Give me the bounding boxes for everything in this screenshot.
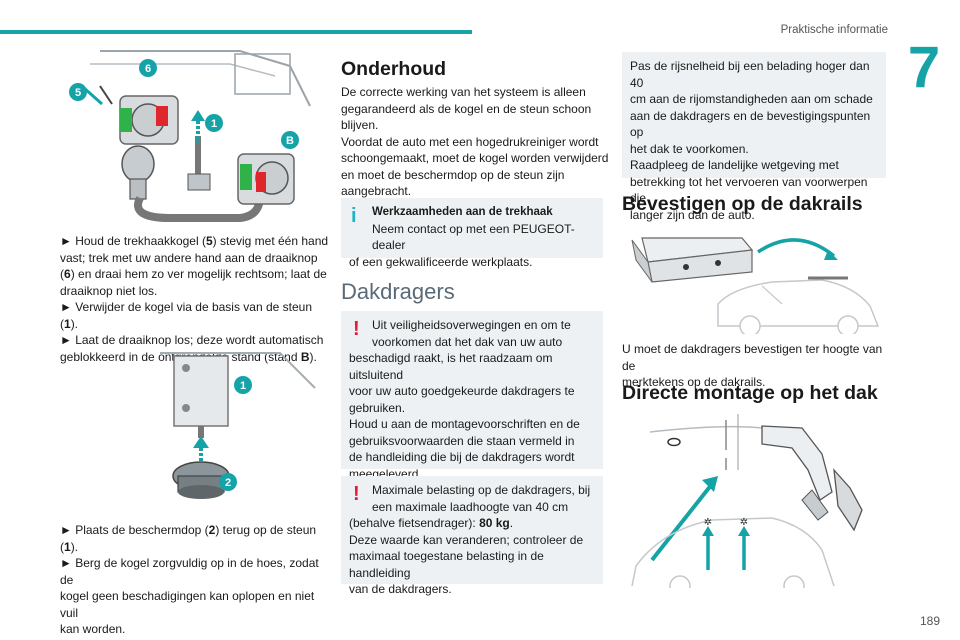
text-line: Houd u aan de montagevoorschriften en de: [349, 417, 580, 431]
text-line: maximaal toegestane belasting in de hand…: [349, 549, 544, 580]
step-line: ► Berg de kogel zorgvuldig op in de hoes…: [60, 556, 319, 587]
text-line: aangebracht.: [341, 184, 412, 198]
text-line: Neem contact op met een PEUGEOT-dealer: [372, 221, 575, 253]
text-line: cm aan de rijomstandigheden aan om schad…: [630, 92, 873, 106]
info-icon: i: [351, 205, 357, 227]
towbar-removal-illustration: 6 5 1 B: [69, 50, 311, 222]
warning-icon: !: [353, 483, 360, 505]
info-box-towbar: i Werkzaamheden aan de trekhaak Neem con…: [341, 198, 603, 269]
text-line: aan de dakdragers en de bevestigingspunt…: [630, 108, 871, 140]
rails-text: U moet de dakdragers bevestigen ter hoog…: [622, 341, 892, 391]
text-line: gebruiksvoorwaarden die staan vermeld in: [349, 433, 575, 448]
text-line: betrekking tot het vervoeren van voorwer…: [630, 174, 868, 206]
text-line: Uit veiligheidsoverwegingen en om te: [372, 318, 571, 332]
text-line: Pas de rijsnelheid bij een belading hoge…: [630, 59, 870, 90]
section-label: Praktische informatie: [780, 24, 888, 36]
text-line: voor uw auto goedgekeurde dakdragers te: [349, 384, 575, 398]
step-line: ► Plaats de beschermdop (2) terug op de …: [60, 523, 317, 554]
step-line: vast; trek met uw andere hand aan de dra…: [60, 250, 318, 265]
step-line: ► Laat de draaiknop los; deze wordt auto…: [60, 333, 324, 347]
text-line: De correcte werking van het systeem is a…: [341, 85, 586, 99]
label-1: 1: [211, 118, 217, 130]
page-number: 189: [919, 614, 940, 628]
text-line: de handleiding die bij de dakdragers wor…: [349, 450, 575, 464]
text-line: schoongemaakt, moet de kogel worden verw…: [341, 151, 609, 165]
chapter-number: 7: [907, 35, 941, 100]
roof-rails-illustration: [631, 237, 880, 334]
header-accent-bar: [0, 30, 472, 34]
text-line: U moet de dakdragers bevestigen ter hoog…: [622, 342, 883, 373]
text-line: Maximale belasting op de dakdragers, bij: [372, 483, 591, 497]
step-line: (6) en draai hem zo ver mogelijk rechtso…: [60, 267, 327, 281]
mount-point-icon: ✲: [740, 517, 748, 528]
text-line: Voordat de auto met een hogedrukreiniger…: [341, 134, 599, 149]
maintenance-text: De correcte werking van het systeem is a…: [341, 84, 611, 200]
direct-roof-mount-illustration: ✲ ✲: [631, 414, 863, 588]
step-line: kan worden.: [60, 622, 126, 636]
rails-title: Bevestigen op de dakrails: [622, 193, 863, 215]
direct-mount-title: Directe montage op het dak: [622, 382, 878, 404]
text-line: gegarandeerd als de kogel en de steun sc…: [341, 101, 592, 116]
text-line: langer zijn dan de auto.: [630, 207, 755, 222]
roof-rack-title: Dakdragers: [341, 279, 455, 304]
step-line: kogel geen beschadigingen kan oplopen en…: [60, 589, 315, 620]
protective-cap-illustration: 1 2: [160, 352, 316, 499]
text-line: en moet de beschermdop op de steun zijn: [341, 167, 565, 182]
text-line: Deze waarde kan veranderen; controleer d…: [349, 532, 584, 547]
text-line: Raadpleeg de landelijke wetgeving met: [630, 158, 839, 172]
steps-block-2: ► Plaats de beschermdop (2) terug op de …: [60, 522, 330, 638]
label-2: 2: [225, 477, 231, 489]
label-1: 1: [240, 380, 246, 392]
mount-point-icon: ✲: [704, 517, 712, 528]
text-line: voorkomen dat het dak van uw auto: [372, 334, 563, 349]
maintenance-title: Onderhoud: [341, 58, 447, 80]
text-line: van de dakdragers.: [349, 582, 452, 596]
info-title: Werkzaamheden aan de trekhaak: [372, 206, 553, 218]
warning-box-load: ! Maximale belasting op de dakdragers, b…: [341, 476, 603, 596]
step-line: draaiknop niet los.: [60, 283, 158, 298]
label-b: B: [286, 135, 294, 147]
warning-icon: !: [353, 318, 360, 340]
steps-block-1: ► Houd de trekhaakkogel (5) stevig met é…: [60, 233, 330, 365]
step-line: ► Houd de trekhaakkogel (5) stevig met é…: [60, 234, 329, 248]
step-line: ► Verwijder de kogel via de basis van de…: [60, 300, 313, 331]
label-5: 5: [75, 87, 81, 99]
text-line: gebruiken.: [349, 400, 406, 415]
text-line: het dak te voorkomen.: [630, 141, 749, 156]
note-box-speed: Pas de rijsnelheid bij een belading hoge…: [622, 52, 886, 222]
text-line: merktekens op de dakrails.: [622, 375, 766, 389]
warning-box-safety: ! Uit veiligheidsoverwegingen en om te v…: [341, 311, 603, 481]
text-line: blijven.: [341, 118, 379, 132]
text-line: beschadigd raakt, is het raadzaam om uit…: [349, 351, 553, 382]
text-line: of een gekwalificeerde werkplaats.: [349, 254, 533, 269]
label-6: 6: [145, 63, 151, 75]
text-line: (behalve fietsendrager): 80 kg.: [349, 516, 514, 530]
text-line: een maximale laadhoogte van 40 cm: [372, 499, 569, 514]
